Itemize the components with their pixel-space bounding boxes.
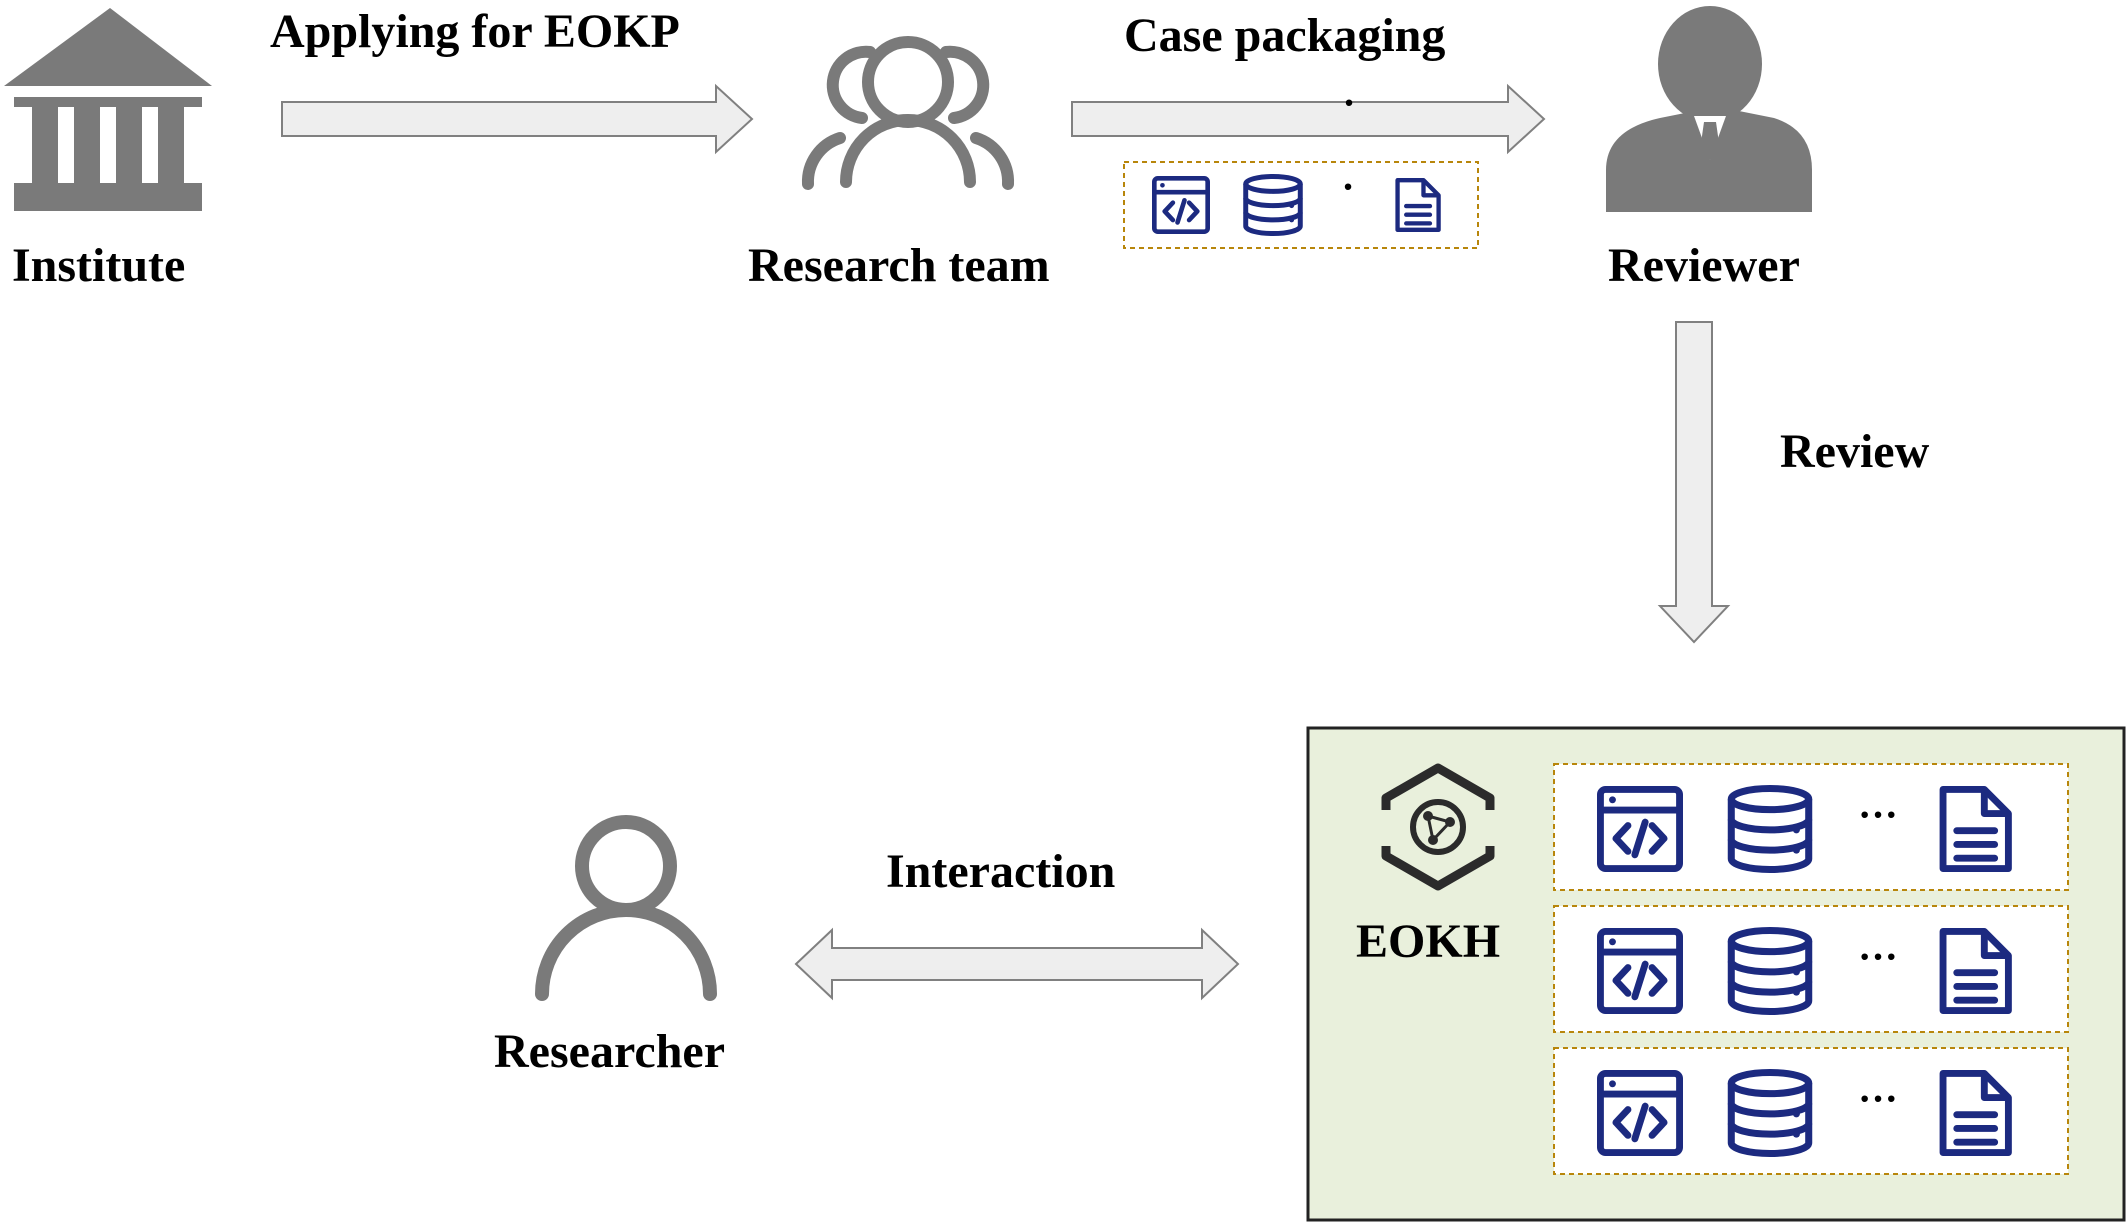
package-ellipsis: · — [1341, 164, 1354, 209]
eokh-row: ··· — [1553, 905, 2069, 1033]
review-arrow — [1657, 321, 1731, 644]
review-edge-label: Review — [1780, 425, 1930, 478]
row-ellipsis: ··· — [1858, 934, 1898, 979]
packaging-arrow — [1071, 83, 1546, 155]
eokh-row: ··· — [1553, 763, 2069, 891]
apply-edge-label: Applying for EOKP — [270, 5, 680, 58]
reviewer-person-icon — [1606, 6, 1812, 212]
researcher-label: Researcher — [494, 1025, 725, 1078]
eokh-row: ··· — [1553, 1047, 2069, 1175]
case-package-box — [1123, 161, 1479, 249]
document-icon — [1398, 180, 1439, 230]
reviewer-label: Reviewer — [1608, 239, 1800, 292]
row-ellipsis: ··· — [1858, 1076, 1898, 1121]
packaging-edge-label: Case packaging — [1124, 9, 1446, 62]
packaging-separator-dot: · — [1342, 80, 1355, 125]
research-team-label: Research team — [748, 239, 1050, 292]
interaction-edge-label: Interaction — [886, 845, 1116, 898]
research-team-icon — [801, 36, 1015, 190]
code-window-icon — [1154, 178, 1207, 231]
database-icon — [1246, 176, 1301, 233]
row-ellipsis: ··· — [1858, 792, 1898, 837]
eokh-network-hexagon-icon — [1372, 763, 1504, 891]
institute-building-icon — [4, 8, 212, 211]
institute-label: Institute — [12, 239, 186, 292]
apply-arrow — [281, 83, 754, 155]
eokh-label: EOKH — [1356, 915, 1501, 968]
interaction-arrow — [794, 927, 1240, 1001]
researcher-person-icon — [535, 815, 717, 1001]
